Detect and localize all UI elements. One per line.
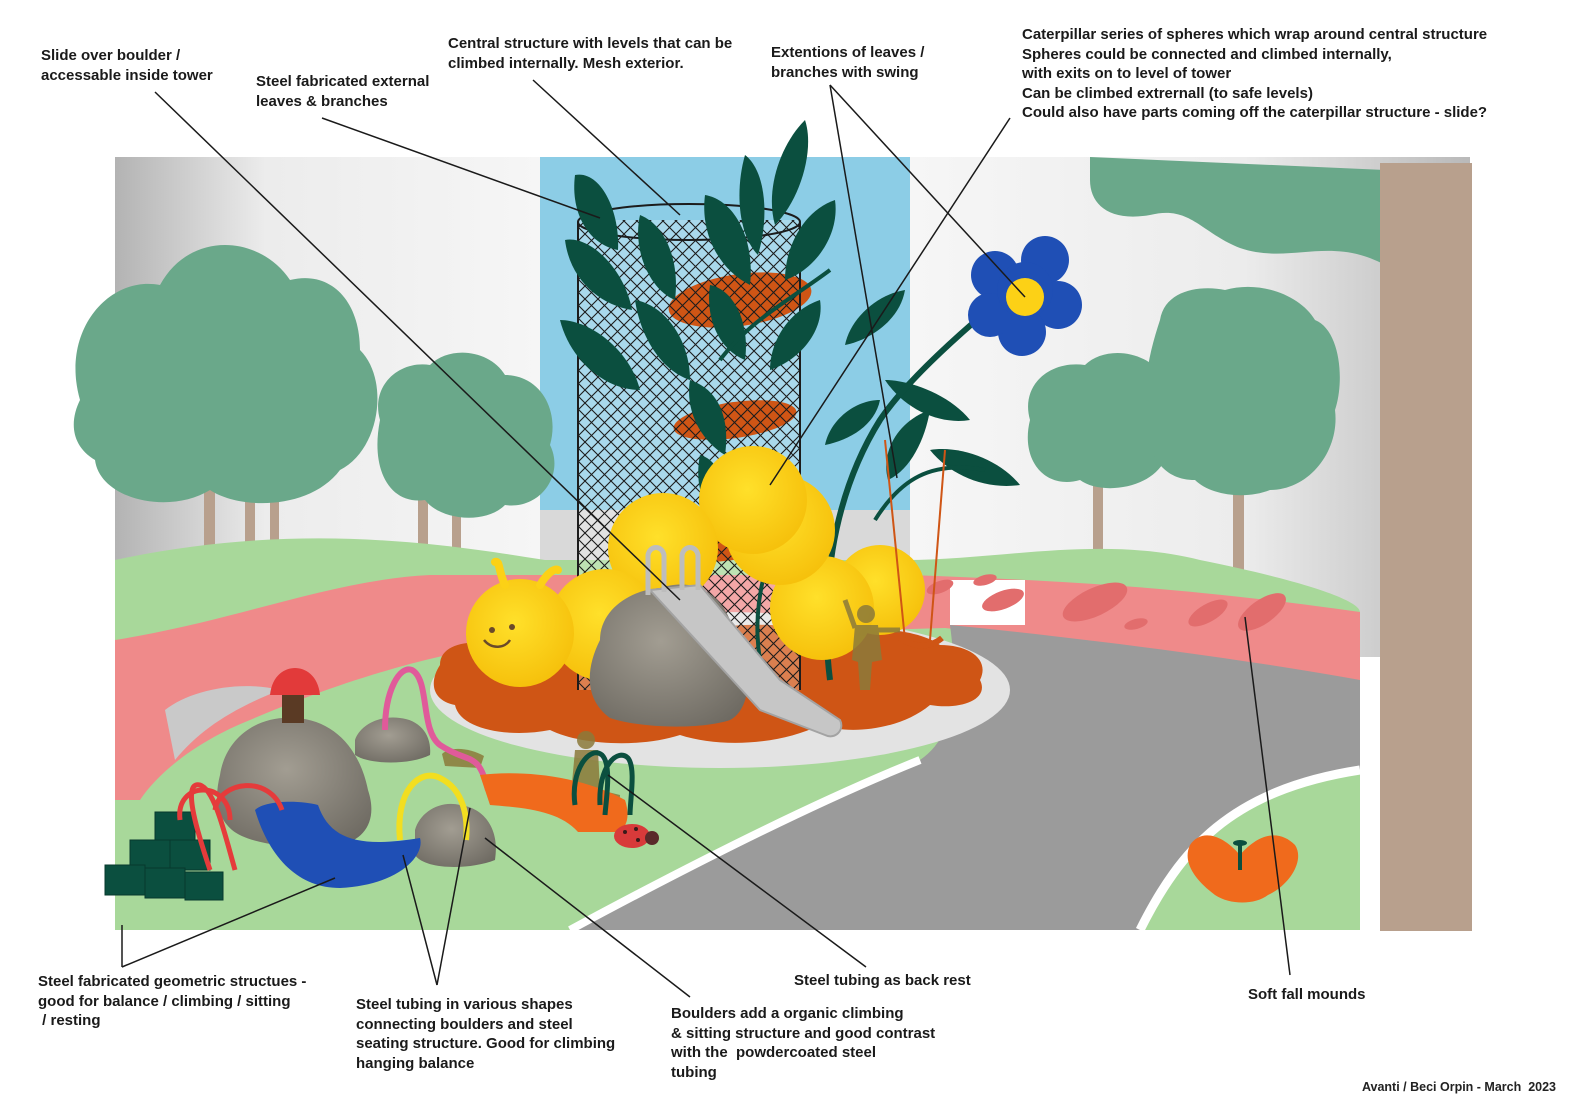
annotation-line: hanging balance — [356, 1054, 475, 1072]
swing — [884, 439, 946, 649]
annotation-line: Steel fabricated geometric structues - — [38, 973, 307, 990]
annotation-line: Soft fall mounds — [1248, 986, 1366, 1003]
flower — [968, 236, 1082, 356]
right-trees — [1027, 286, 1340, 600]
annotation-tubing: Steel tubing in various shapes connectin… — [356, 995, 615, 1073]
annotation-line: seating structure. Good for climbing — [356, 1035, 616, 1052]
annotation-central-structure: Central structure with levels that can b… — [448, 34, 732, 73]
steel-leaves — [560, 120, 1020, 681]
leader-lines — [121, 79, 1291, 998]
annotation-line: Extentions of leaves / — [771, 44, 925, 61]
annotation-line: with exits on to level of tower — [1022, 65, 1232, 82]
left-play-area — [104, 666, 659, 901]
annotation-line: Can be climbed extrernall (to safe level… — [1022, 84, 1313, 102]
annotation-boulders: Boulders add a organic climbing & sittin… — [671, 1004, 935, 1082]
annotation-line: Slide over boulder / — [41, 47, 181, 64]
credit-text: Avanti / Beci Orpin - March 2023 — [1361, 1080, 1556, 1094]
annotation-line: good for balance / climbing / sitting — [38, 992, 291, 1010]
annotation-geometric: Steel fabricated geometric structues - g… — [38, 972, 306, 1031]
annotation-extensions: Extentions of leaves / branches with swi… — [771, 43, 924, 82]
annotation-line: Could also have parts coming off the cat… — [1022, 104, 1488, 121]
annotation-caterpillar: Caterpillar series of spheres which wrap… — [1022, 25, 1487, 123]
slide — [645, 545, 843, 738]
annotation-line: branches with swing — [771, 63, 919, 81]
annotation-line: accessable inside tower — [41, 66, 213, 84]
annotation-line: / resting — [38, 1012, 101, 1029]
soft-fall-mound — [1187, 835, 1299, 903]
annotation-backrest: Steel tubing as back rest — [794, 971, 971, 991]
annotation-line: tubing — [671, 1063, 717, 1081]
annotation-line: Caterpillar series of spheres which wrap… — [1022, 26, 1488, 43]
annotation-line: Central structure with levels that can b… — [448, 35, 733, 52]
annotation-line: connecting boulders and steel — [356, 1015, 573, 1033]
annotation-line: Spheres could be connected and climbed i… — [1022, 45, 1392, 63]
annotation-line: Steel tubing in various shapes — [356, 996, 573, 1013]
annotation-line: Boulders add a organic climbing — [671, 1005, 904, 1022]
annotation-line: leaves & branches — [256, 92, 388, 110]
annotation-softfall: Soft fall mounds — [1248, 985, 1366, 1005]
annotation-slide: Slide over boulder / accessable inside t… — [41, 46, 213, 85]
annotation-leaves: Steel fabricated external leaves & branc… — [256, 72, 429, 111]
caterpillar-spheres — [466, 446, 925, 687]
large-tree-trunk — [1380, 163, 1472, 931]
annotation-line: climbed internally. Mesh exterior. — [448, 54, 684, 72]
annotation-line: Steel tubing as back rest — [794, 972, 971, 989]
annotation-line: & sitting structure and good contrast — [671, 1024, 936, 1042]
tree-canopy-top-right — [1090, 157, 1385, 265]
annotation-line: with the powdercoated steel — [671, 1044, 877, 1061]
annotation-line: Steel fabricated external — [256, 73, 430, 90]
